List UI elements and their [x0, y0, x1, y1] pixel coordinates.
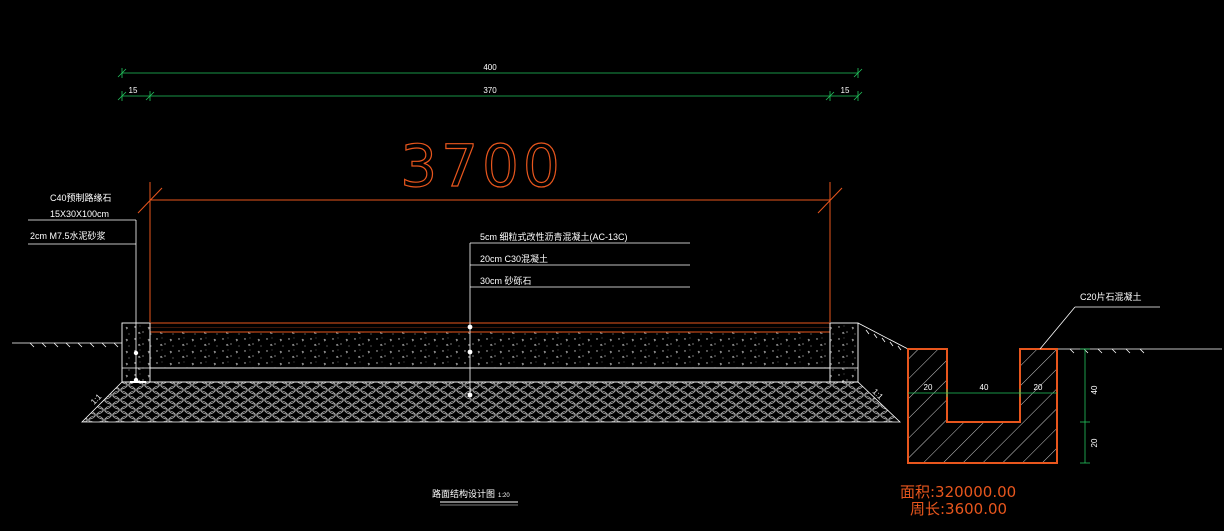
dimension-right-edge-label: 15 [841, 86, 850, 95]
big-dimension-line [137, 182, 843, 322]
ditch-bottom-width-label: 40 [980, 383, 989, 392]
ditch-depth-upper-label: 40 [1090, 385, 1099, 394]
ground-line-right [1057, 348, 1222, 354]
leader-layers [467, 242, 690, 398]
dimension-overall [117, 68, 863, 78]
ditch-dimension-lines [908, 348, 1090, 464]
mortar-label: 2cm M7.5水泥砂浆 [30, 230, 106, 241]
ditch-depth-lower-label: 20 [1090, 438, 1099, 447]
dimension-left-edge-label: 15 [129, 86, 138, 95]
drainage-ditch [907, 348, 1058, 464]
big-width-label: 3700 [400, 132, 564, 200]
ditch-left-wall-label: 20 [924, 383, 933, 392]
drawing-title: 路面结构设计图 [432, 488, 495, 499]
area-readout: 面积:320000.00 [900, 483, 1016, 501]
ditch-material-label: C20片石混凝土 [1080, 291, 1142, 302]
dimension-segments [117, 91, 863, 101]
layer-asphalt-label: 5cm 细粒式改性沥青混凝土(AC-13C) [480, 231, 628, 242]
perimeter-readout: 周长:3600.00 [910, 500, 1007, 518]
drawing-scale: 1:20 [498, 493, 510, 499]
layer-concrete-label: 20cm C30混凝土 [480, 253, 548, 264]
concrete-layer [149, 331, 831, 369]
ditch-right-wall-label: 20 [1034, 383, 1043, 392]
curb-stone-label: C40预制路缘石 [50, 192, 112, 203]
ground-line-left [12, 342, 122, 348]
curb-size-label: 15X30X100cm [50, 209, 109, 219]
gravel-base-layer [81, 381, 901, 423]
embankment-slope [857, 322, 909, 351]
leader-ditch [1039, 306, 1160, 350]
leader-curb [28, 219, 139, 383]
layer-gravel-label: 30cm 砂砾石 [480, 275, 532, 286]
dimension-overall-label: 400 [483, 63, 497, 72]
curb-right [829, 322, 859, 383]
dimension-middle-label: 370 [483, 86, 497, 95]
